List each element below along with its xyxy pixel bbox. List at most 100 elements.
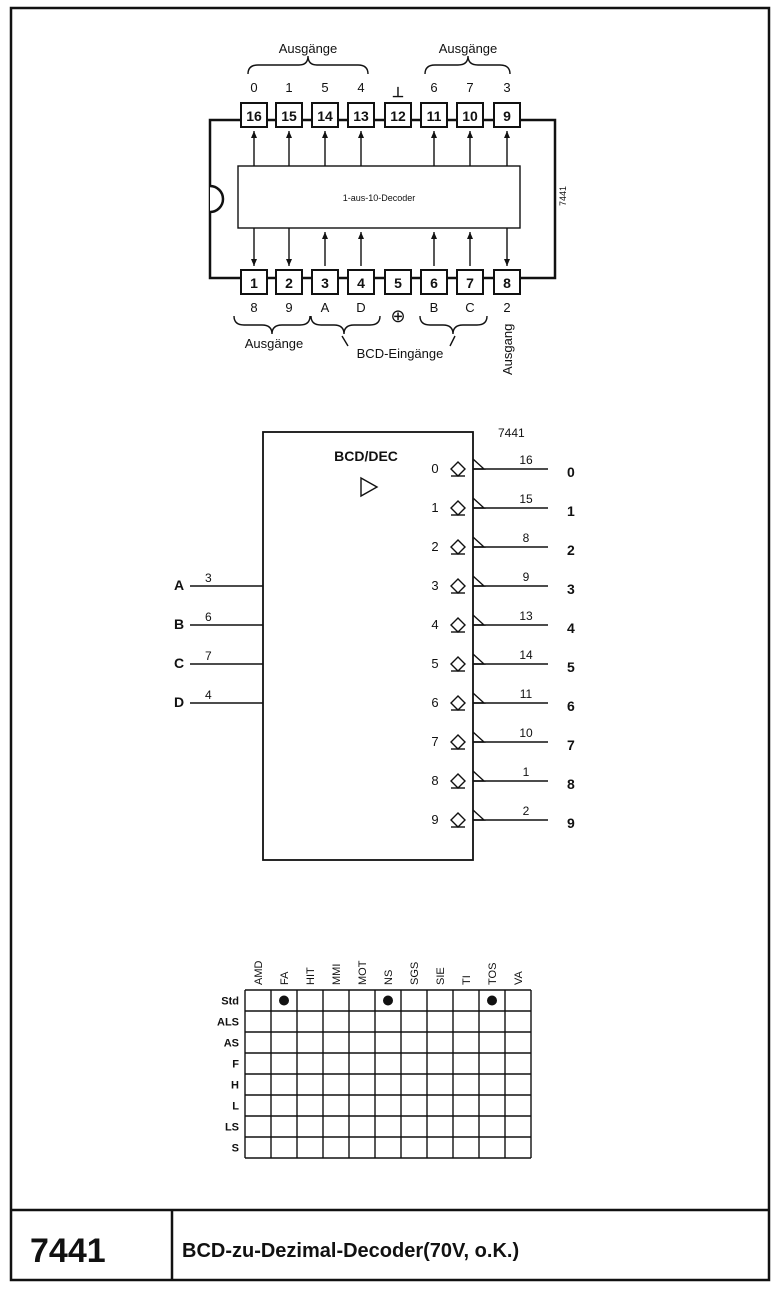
pin2-output-label: Ausgang: [500, 324, 515, 375]
family-label-H: H: [231, 1080, 239, 1092]
open-collector-icon-8: [450, 773, 466, 789]
input-D-name: D: [174, 694, 184, 710]
pin-12-number: 12: [390, 108, 406, 124]
pin-3-arrow-head: [322, 232, 328, 239]
package-notch: [209, 184, 225, 214]
input-B-pin: 6: [205, 610, 212, 624]
pin-15-box: [275, 102, 303, 128]
output-6-pin: 11: [520, 687, 533, 701]
pin-4-arrow-head: [358, 232, 364, 239]
output-3-name: 3: [567, 581, 575, 597]
brace-bottom-mid: [310, 315, 381, 335]
output-0-pin: 16: [519, 453, 533, 467]
output-index-0: 0: [431, 461, 438, 476]
pin-9-box: [493, 102, 521, 128]
pin-6-number: 6: [430, 275, 438, 291]
output-9-pin: 2: [523, 804, 530, 818]
output-7-pin: 10: [519, 726, 533, 740]
pin-1-signal: 8: [250, 300, 257, 315]
ground-symbol: ⊥: [392, 84, 404, 100]
open-collector-icon-2: [450, 539, 466, 555]
open-collector-icon-6: [450, 695, 466, 711]
open-collector-icon-5: [450, 656, 466, 672]
output-index-5: 5: [431, 656, 438, 671]
pin-10-number: 10: [462, 108, 478, 124]
pin-7-signal: C: [465, 300, 474, 315]
output-3-pin: 9: [523, 570, 530, 584]
buffer-triangle-icon: [360, 476, 379, 498]
manufacturer-header-TOS: TOS: [487, 963, 499, 985]
output-index-6: 6: [431, 695, 438, 710]
manufacturer-header-SIE: SIE: [435, 967, 447, 985]
pin-10-arrow-head: [467, 131, 473, 138]
output-4-name: 4: [567, 620, 575, 636]
pin-2-number: 2: [285, 275, 293, 291]
manufacturer-header-NS: NS: [383, 970, 395, 985]
pin-12-box: [384, 102, 412, 128]
pin-2-signal: 9: [285, 300, 292, 315]
logic-box: [262, 431, 474, 861]
pin-5-box: [384, 269, 412, 295]
pin-8-arrow-head: [504, 259, 510, 266]
pin-2-box: [275, 269, 303, 295]
manufacturer-header-SGS: SGS: [409, 962, 421, 985]
footer-part-number: 7441: [30, 1232, 106, 1270]
output-wedge-4: [472, 614, 486, 626]
bcd-leader-right: [449, 335, 456, 347]
decoder-inner-label: 1-aus-10-Decoder: [343, 193, 416, 203]
footer-title: BCD-zu-Dezimal-Decoder(70V, o.K.): [182, 1240, 519, 1262]
manufacturer-header-VA: VA: [513, 970, 525, 985]
output-1-name: 1: [567, 503, 575, 519]
brace-bottom-left: [233, 315, 311, 335]
output-index-1: 1: [431, 500, 438, 515]
availability-dot-Std-FA: [279, 995, 289, 1006]
pin-13-box: [347, 102, 375, 128]
pin-9-arrow-head: [504, 131, 510, 138]
pin-14-arrow-head: [322, 131, 328, 138]
pin-11-box: [420, 102, 448, 128]
pin-11-signal: 6: [430, 80, 437, 95]
pin-14-number: 14: [317, 108, 333, 124]
logic-part-label: 7441: [498, 426, 525, 440]
open-collector-icon-0: [450, 461, 466, 477]
output-wedge-0: [472, 458, 486, 470]
open-collector-icon-7: [450, 734, 466, 750]
pin-9-signal: 3: [503, 80, 510, 95]
output-2-pin: 8: [523, 531, 530, 545]
output-index-4: 4: [431, 617, 438, 632]
logic-box-title: BCD/DEC: [334, 448, 398, 464]
output-6-name: 6: [567, 698, 575, 714]
bottom-left-group-label: Ausgänge: [245, 336, 304, 351]
pin-8-box: [493, 269, 521, 295]
output-1-pin: 15: [519, 492, 533, 506]
pin-1-number: 1: [250, 275, 258, 291]
pin-7-box: [456, 269, 484, 295]
pin-13-number: 13: [353, 108, 369, 124]
input-C-pin: 7: [205, 649, 212, 663]
output-7-name: 7: [567, 737, 575, 753]
pin-15-number: 15: [281, 108, 297, 124]
pin-10-box: [456, 102, 484, 128]
open-collector-icon-9: [450, 812, 466, 828]
page-frame: [9, 6, 771, 1282]
pin-3-signal: A: [321, 300, 330, 315]
input-A-pin: 3: [205, 571, 212, 585]
pin-7-arrow-head: [467, 232, 473, 239]
output-index-8: 8: [431, 773, 438, 788]
output-2-name: 2: [567, 542, 575, 558]
brace-top-right: [424, 55, 511, 75]
pin-11-arrow-head: [431, 131, 437, 138]
output-9-name: 9: [567, 815, 575, 831]
family-label-ALS: ALS: [217, 1017, 239, 1029]
output-8-pin: 1: [523, 765, 530, 779]
manufacturer-header-HIT: HIT: [305, 967, 317, 985]
pin-7-number: 7: [466, 275, 474, 291]
pin-13-arrow-head: [358, 131, 364, 138]
pin-15-signal: 1: [285, 80, 292, 95]
family-label-Std: Std: [221, 996, 239, 1008]
output-wedge-2: [472, 536, 486, 548]
pin-4-number: 4: [357, 275, 365, 291]
